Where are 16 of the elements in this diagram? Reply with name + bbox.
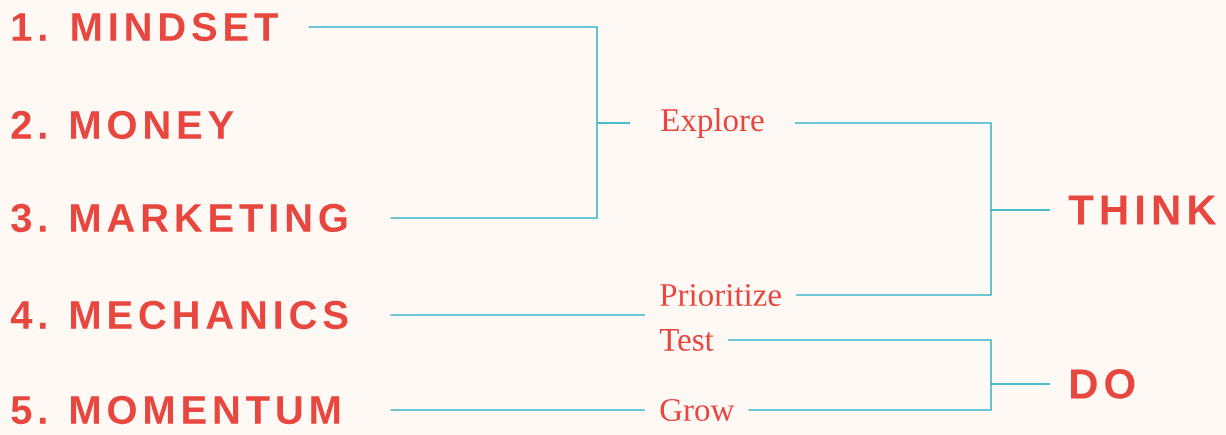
step-label: 1. MINDSET [12, 12, 278, 42]
phase-label: Grow [660, 398, 735, 422]
connector-line [389, 409, 646, 411]
connector-line [795, 209, 1051, 296]
phase-label: Explore [661, 108, 764, 138]
step-label: 5. MOMENTUM [11, 395, 340, 425]
step-label: 2. MONEY [11, 110, 234, 140]
connector-line [389, 122, 631, 219]
step-label: 3. MARKETING [11, 203, 347, 233]
step-label: 4. MECHANICS [10, 300, 348, 330]
phase-label: Test [659, 329, 714, 351]
stage-label: THINK [1068, 195, 1217, 225]
connector-line [389, 314, 646, 316]
stage-label: DO [1071, 369, 1135, 399]
connector-line [747, 383, 1051, 411]
phase-label: Prioritize [660, 283, 781, 307]
